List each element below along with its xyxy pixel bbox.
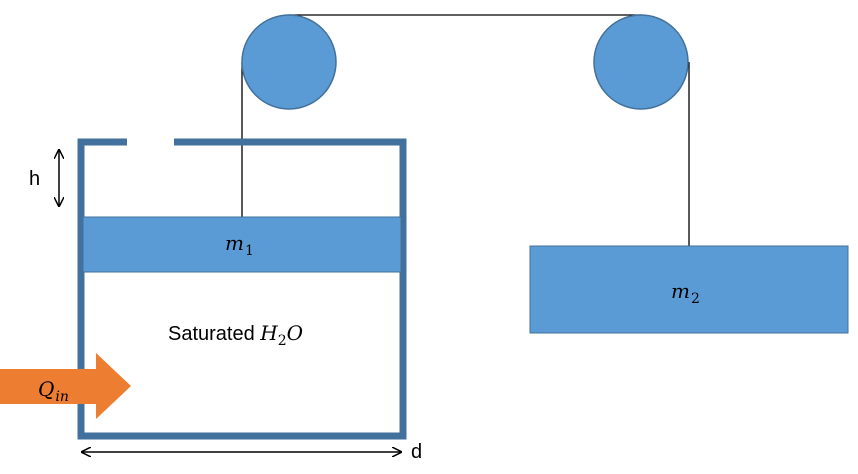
piston-m1 (82, 216, 402, 273)
cylinder-vessel (77, 138, 407, 440)
mass2-label-sub: 2 (691, 291, 700, 307)
diameter-label: d (411, 441, 422, 463)
mass1-label-sub: 1 (245, 243, 254, 259)
pulley-right (593, 14, 689, 110)
contents-label-tail: O (287, 321, 303, 345)
contents-label-sub: 2 (278, 333, 287, 349)
heat-input-label: Qin (38, 377, 69, 405)
mass2-label: m2 (671, 279, 700, 307)
contents-label-text: Saturated (168, 323, 260, 345)
height-label: h (29, 168, 40, 190)
mass1-label-base: m (225, 231, 244, 255)
heat-input-arrow (0, 353, 131, 419)
heat-input-label-base: Q (38, 377, 54, 401)
pulley-left (241, 14, 337, 110)
mass-m2 (529, 245, 849, 334)
mass1-label: m1 (225, 231, 254, 259)
mass2-label-base: m (671, 279, 690, 303)
contents-label-base: H (259, 321, 278, 345)
contents-label: Saturated H2O (168, 321, 303, 349)
heat-input-label-sub: in (55, 389, 69, 405)
